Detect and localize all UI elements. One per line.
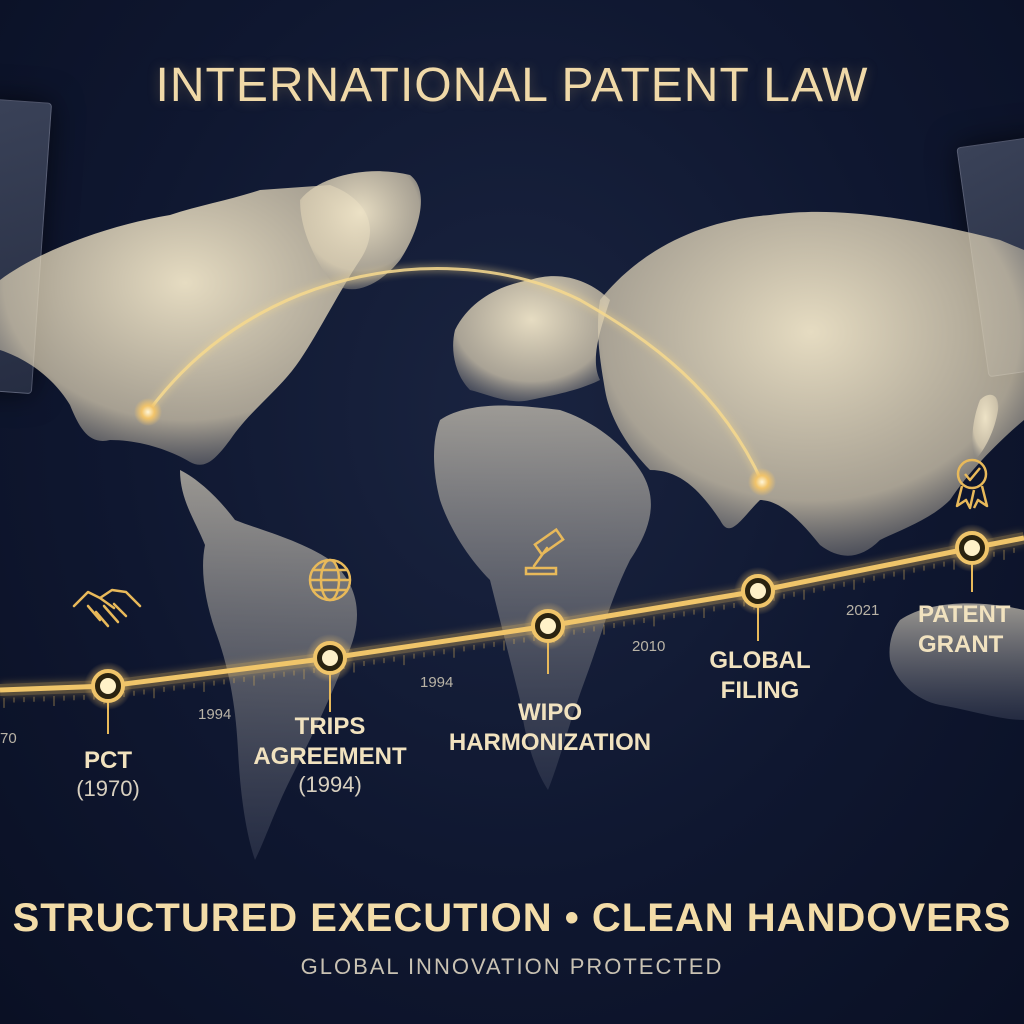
milestone-year-pct: (1970) <box>76 776 140 801</box>
milestone-label-global-filing: GLOBAL FILING <box>709 647 811 704</box>
continent-africa <box>434 405 651 790</box>
island-japan <box>972 394 999 460</box>
milestone-label-patent-grant: PATENT GRANT <box>918 601 1011 658</box>
milestone-year-trips: (1994) <box>298 772 362 797</box>
continent-north-america <box>0 185 370 465</box>
origin-node-usa <box>134 398 162 426</box>
milestone-node-core <box>750 583 766 599</box>
continent-australia <box>889 603 1024 720</box>
axis-year: 1994 <box>420 674 454 691</box>
milestone-node-core <box>322 650 338 666</box>
axis-year: 70 <box>0 730 17 747</box>
connection-arc <box>146 267 764 483</box>
destination-node-india <box>748 468 776 496</box>
page-title: INTERNATIONAL PATENT LAW <box>155 59 869 112</box>
gavel-icon <box>524 527 565 576</box>
continent-greenland <box>300 171 421 290</box>
axis-year: 2021 <box>846 602 880 619</box>
globe-icon <box>308 558 352 602</box>
timeline-milestones <box>84 524 996 734</box>
continent-europe <box>453 276 610 402</box>
award-ribbon-icon <box>955 458 989 510</box>
milestone-node-core <box>540 618 556 634</box>
axis-year: 1994 <box>198 706 232 723</box>
milestone-label-pct: PCT <box>84 747 132 774</box>
handshake-icon <box>72 588 142 628</box>
milestone-label-trips: TRIPS AGREEMENT <box>253 713 407 770</box>
axis-year: 2010 <box>632 638 666 655</box>
milestone-node-core <box>964 540 980 556</box>
continent-asia <box>597 211 1024 556</box>
milestone-node-core <box>100 678 116 694</box>
milestone-label-wipo: WIPO HARMONIZATION <box>448 699 652 756</box>
tagline: STRUCTURED EXECUTION • CLEAN HANDOVERS <box>12 896 1012 940</box>
subtitle: GLOBAL INNOVATION PROTECTED <box>300 954 724 979</box>
